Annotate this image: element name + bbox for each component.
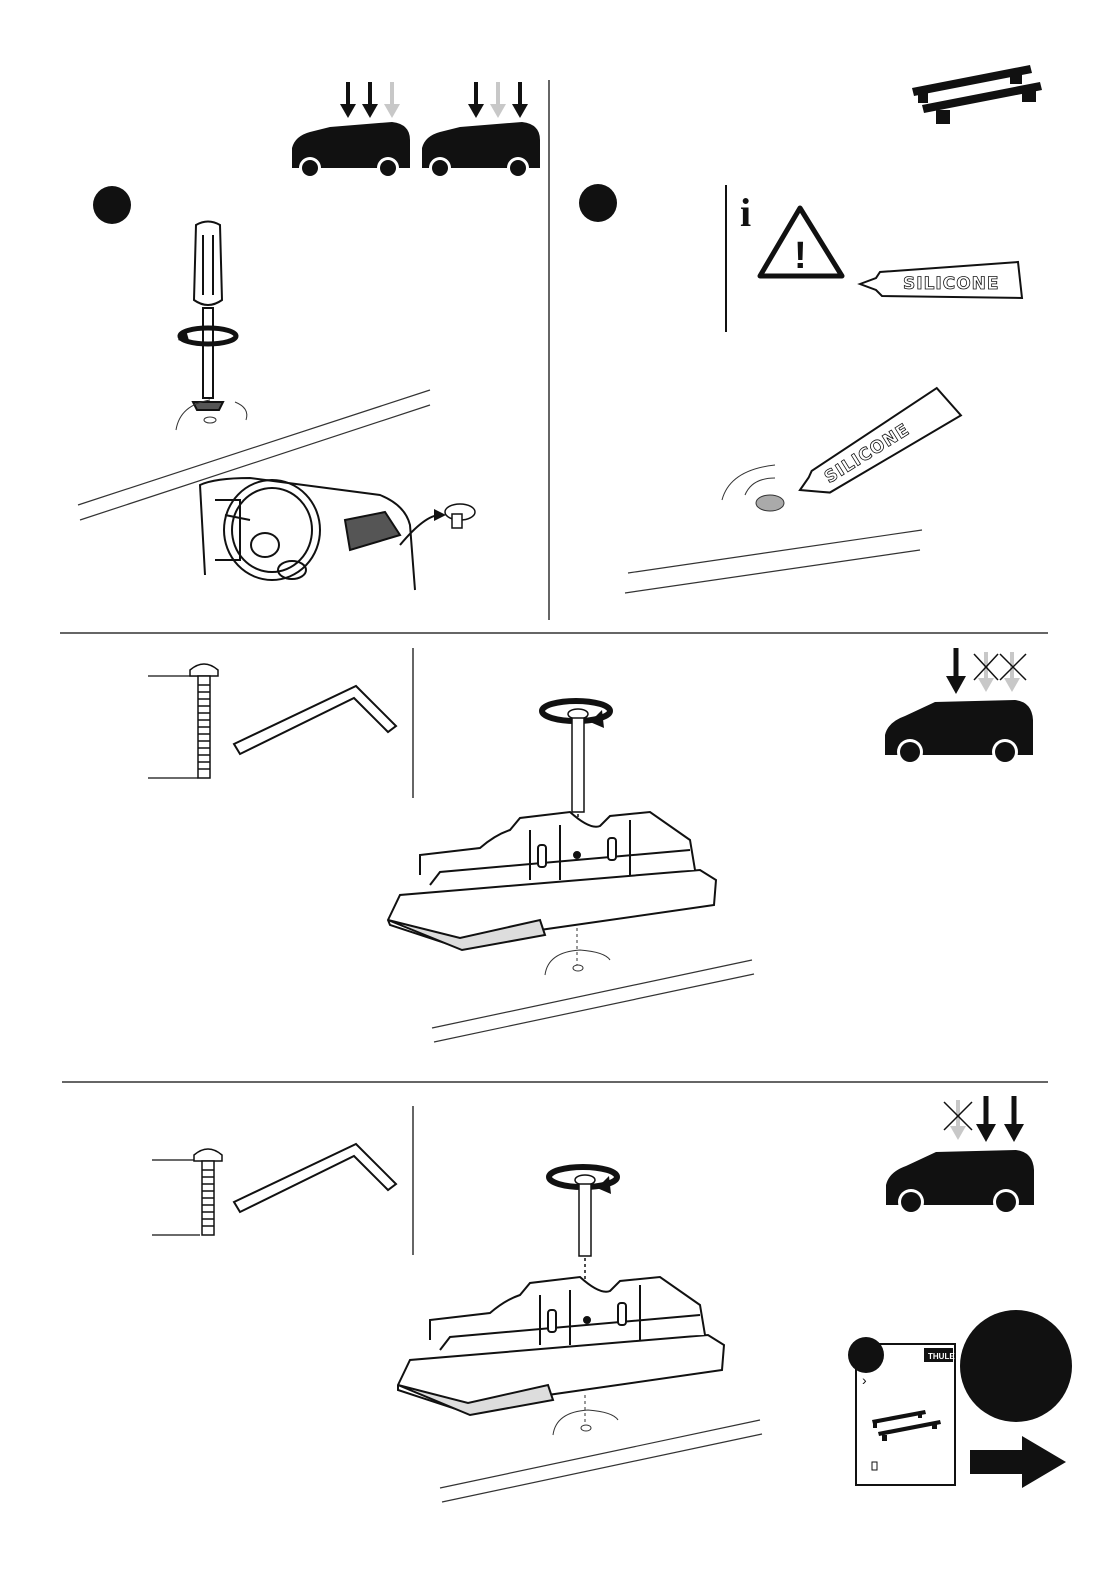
- bolt-icon: [194, 1149, 222, 1235]
- svg-text:!: !: [794, 235, 807, 277]
- roof-edge-lines: [625, 530, 922, 593]
- roof-plug-icon: [445, 504, 475, 528]
- roof-edge-lines: [432, 960, 754, 1042]
- roof-hole-marks: [722, 465, 784, 511]
- roof-edge-lines: [78, 390, 430, 520]
- booklet-icon: THULE ›: [848, 1337, 955, 1485]
- svg-text:i: i: [740, 190, 751, 235]
- step-bullet-large: [960, 1310, 1072, 1422]
- roof-rack-icon: [912, 65, 1042, 124]
- down-arrow-icon: [468, 82, 528, 118]
- car-icon: [886, 1150, 1034, 1215]
- bolt-icon: [190, 664, 218, 778]
- step-4-panel: THULE ›: [152, 1096, 1072, 1502]
- allen-key-icon: [234, 1144, 396, 1212]
- roof-edge-lines: [440, 1420, 762, 1502]
- down-arrow-icon: [340, 82, 400, 118]
- next-arrow-icon: [970, 1436, 1066, 1488]
- car-icon: [885, 700, 1033, 765]
- svg-text:SILICONE: SILICONE: [821, 420, 913, 488]
- steering-wheel-icon: [200, 478, 440, 590]
- car-icon: [422, 122, 540, 179]
- car-icon: [292, 122, 410, 179]
- info-icon: i: [740, 190, 751, 235]
- roof-hole-marks: [545, 928, 610, 975]
- bolt-length-bracket: [152, 1160, 200, 1235]
- foot-pad-icon: [388, 812, 716, 950]
- svg-text:›: ›: [862, 1372, 867, 1388]
- step-3-panel: [148, 648, 1033, 1042]
- screwdriver-icon: [193, 222, 223, 411]
- cross-icon: [974, 654, 1026, 680]
- svg-text:THULE: THULE: [928, 1352, 955, 1361]
- silicone-tube-icon: SILICONE: [860, 262, 1022, 298]
- svg-text:SILICONE: SILICONE: [903, 274, 1000, 294]
- allen-key-icon: [234, 686, 396, 754]
- silicone-tube-icon: SILICONE: [793, 385, 961, 509]
- warning-icon: !: [760, 208, 842, 277]
- step-bullet-2: [579, 184, 617, 222]
- roof-hole-marks: [553, 1395, 618, 1435]
- step-bullet-1: [93, 186, 131, 224]
- bolt-length-bracket: [148, 676, 198, 778]
- step-1-panel: [78, 82, 540, 590]
- step-2-panel: i ! SILICONE SILICONE: [579, 65, 1042, 593]
- foot-pad-icon: [398, 1277, 724, 1415]
